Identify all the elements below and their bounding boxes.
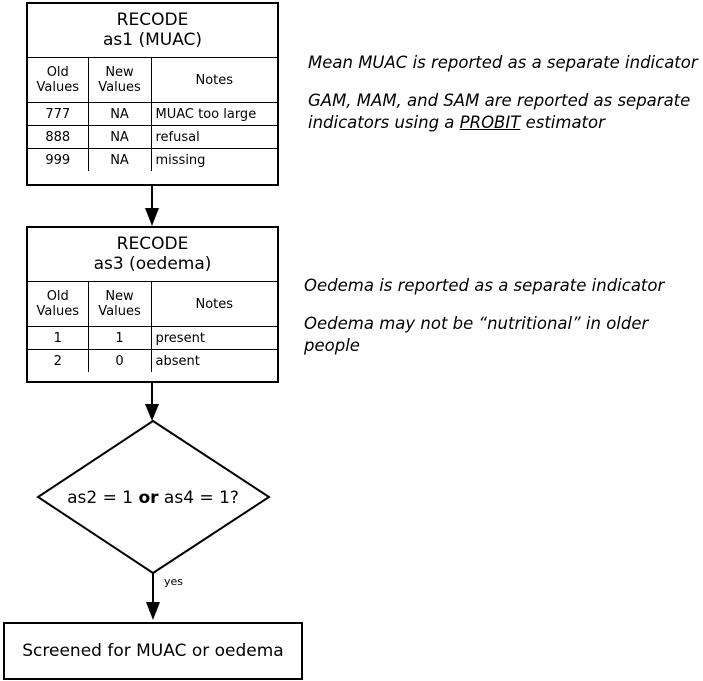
header-old-values: Old Values (28, 58, 89, 103)
table-row: 777 NA MUAC too large (28, 102, 277, 126)
decision-part1: as2 = 1 (67, 488, 139, 508)
new-value: NA (87, 148, 152, 171)
header-notes: Notes (150, 58, 277, 103)
table-row: 888 NA refusal (28, 125, 277, 149)
header-old-values: Old Values (28, 282, 89, 327)
note-probit: PROBIT (459, 113, 521, 132)
old-value: 888 (28, 125, 89, 149)
note-gam-line2: indicators using a PROBIT estimator (308, 112, 690, 134)
recode-as3-title-line2: as3 (oedema) (93, 254, 212, 274)
new-value: 0 (87, 349, 152, 372)
arrowhead-3 (146, 602, 160, 620)
note-gam-line2-pre: indicators using a (308, 113, 460, 132)
recode-as1-box: RECODE as1 (MUAC) Old Values New Values … (26, 2, 279, 186)
table-header-row: Old Values New Values Notes (28, 58, 277, 103)
header-new-values: New Values (87, 282, 152, 327)
note-oedema-older-people: Oedema may not be “nutritional” in older… (304, 314, 649, 355)
note-value: missing (150, 148, 277, 171)
old-value: 2 (28, 349, 89, 372)
note-gam-mam-sam: GAM, MAM, and SAM are reported as separa… (308, 90, 690, 134)
header-new-values: New Values (87, 58, 152, 103)
note-mean-muac: Mean MUAC is reported as a separate indi… (308, 53, 698, 72)
table-row: 1 1 present (28, 326, 277, 350)
note-value: refusal (150, 125, 277, 149)
header-notes: Notes (150, 282, 277, 327)
table-row: 2 0 absent (28, 349, 277, 372)
arrowhead-1 (145, 208, 159, 226)
decision-part2: as4 = 1? (158, 488, 239, 508)
note-oedema-indicator: Oedema is reported as a separate indicat… (304, 276, 665, 295)
table-row: 999 NA missing (28, 148, 277, 171)
old-value: 999 (28, 148, 89, 171)
recode-as3-title-line1: RECODE (116, 234, 189, 254)
recode-as1-table: Old Values New Values Notes 777 NA MUAC … (28, 58, 277, 171)
new-value: NA (87, 125, 152, 149)
note-value: MUAC too large (150, 102, 277, 126)
decision-label: as2 = 1 or as4 = 1? (30, 486, 276, 510)
note-gam-line1: GAM, MAM, and SAM are reported as separa… (308, 91, 691, 110)
note-gam-line2-post: estimator (520, 113, 605, 132)
recode-as1-title-line2: as1 (MUAC) (102, 30, 203, 50)
recode-as3-box: RECODE as3 (oedema) Old Values New Value… (26, 226, 279, 383)
new-value: NA (87, 102, 152, 126)
final-box: Screened for MUAC or oedema (3, 622, 303, 680)
final-label: Screened for MUAC or oedema (22, 641, 284, 661)
recode-as1-title: RECODE as1 (MUAC) (28, 4, 277, 58)
decision-operator: or (138, 488, 159, 508)
old-value: 1 (28, 326, 89, 350)
yes-label: yes (164, 575, 184, 588)
note-value: absent (150, 349, 277, 372)
recode-as3-title: RECODE as3 (oedema) (28, 228, 277, 282)
old-value: 777 (28, 102, 89, 126)
recode-as1-title-line1: RECODE (116, 10, 189, 30)
table-header-row: Old Values New Values Notes (28, 282, 277, 327)
note-value: present (150, 326, 277, 350)
arrowhead-2 (145, 404, 159, 421)
recode-as3-table: Old Values New Values Notes 1 1 present … (28, 282, 277, 372)
new-value: 1 (87, 326, 152, 350)
